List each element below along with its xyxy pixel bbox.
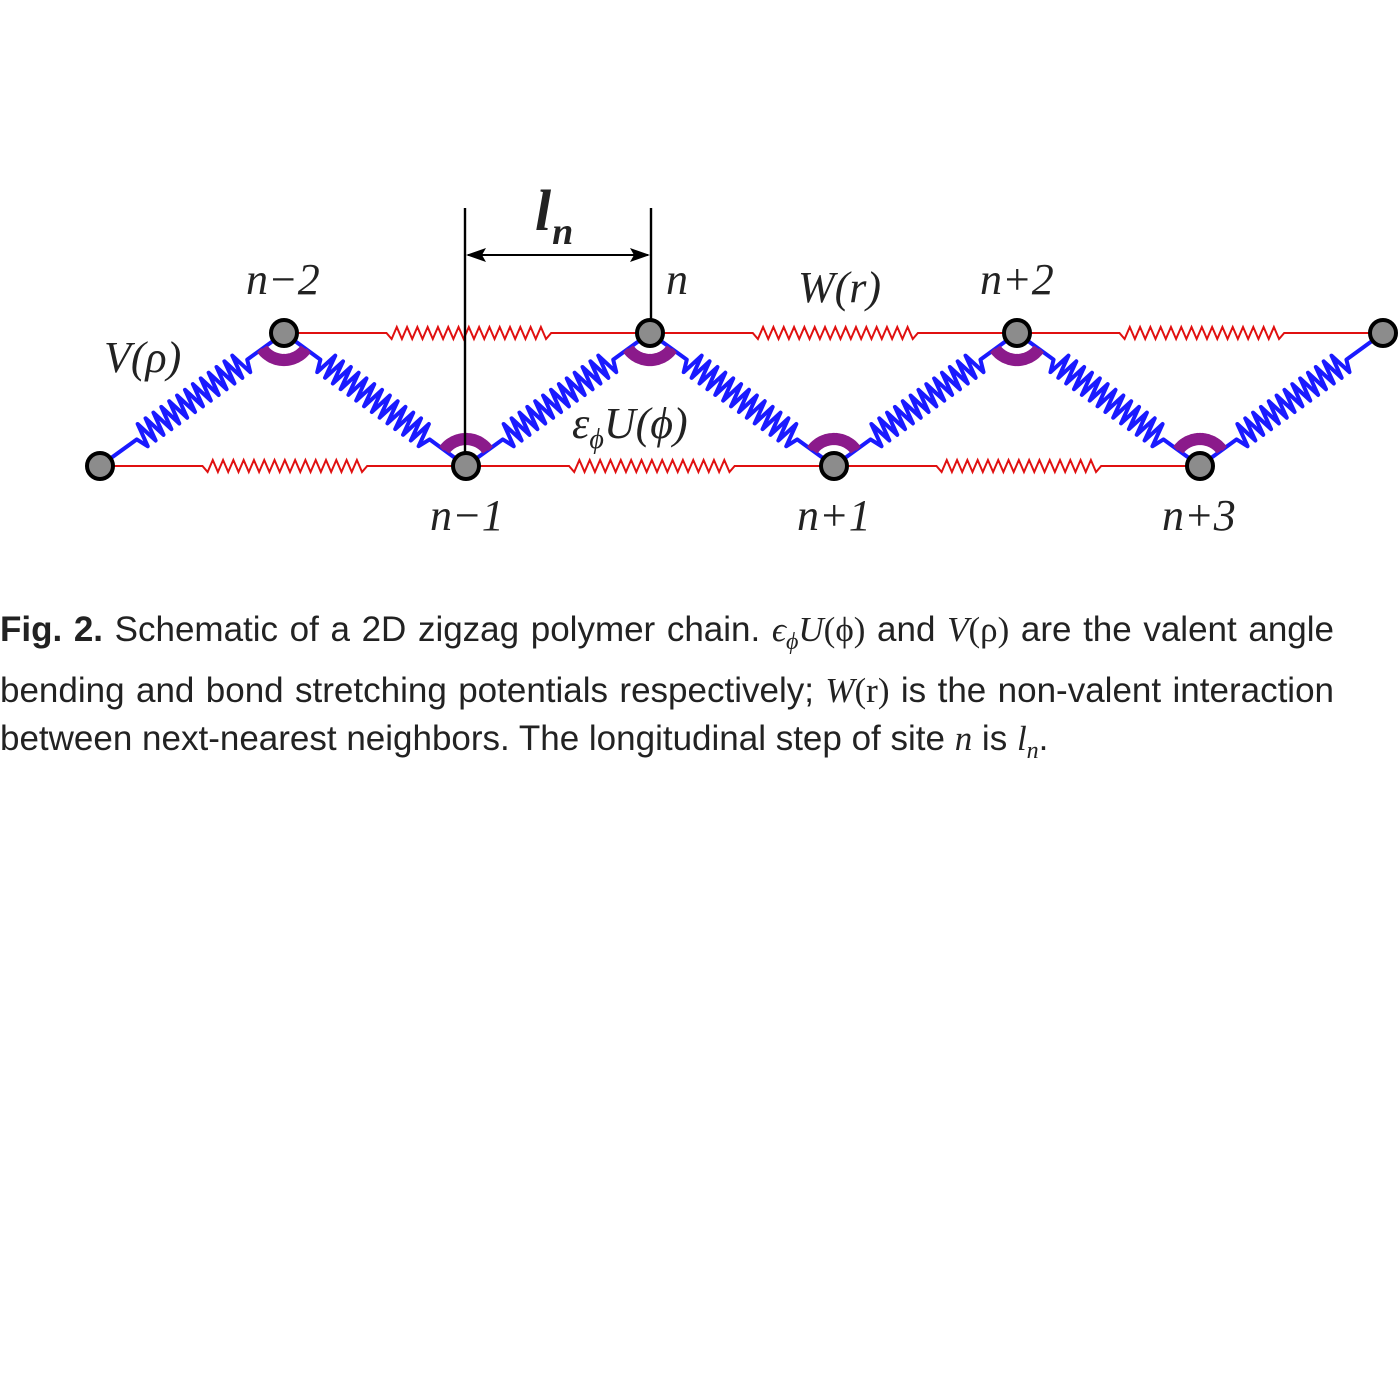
caption-math-n-sub: n — [1026, 738, 1039, 764]
bond-spring — [1198, 331, 1385, 468]
nonvalent-spring — [834, 457, 1200, 475]
caption-math-r-arg: (r) — [854, 670, 890, 710]
bond-spring — [648, 331, 836, 468]
bond-spring — [832, 331, 1019, 468]
caption-math-l: l — [1016, 719, 1027, 758]
nonvalent-potential-label: W(r) — [798, 263, 881, 312]
angle-spring — [807, 432, 861, 454]
site-right-end — [1368, 318, 1398, 348]
bond-spring — [464, 331, 652, 468]
site-n-minus-1 — [451, 451, 481, 481]
angle-spring — [623, 345, 677, 367]
caption-math-phi-arg: (ϕ) — [823, 610, 866, 649]
nonvalent-spring — [100, 457, 466, 475]
caption-math-phi-sub: ϕ — [785, 629, 799, 655]
nonvalent-spring — [650, 324, 1017, 342]
nonvalent-spring — [466, 457, 834, 475]
caption-text-3: are the valent angle bending and bond st… — [0, 610, 1335, 710]
caption-math-U: U — [798, 610, 824, 649]
angle-potential-label: εϕU(ϕ) — [572, 399, 688, 455]
nonvalent-springs — [100, 324, 1383, 475]
site-left-end — [85, 451, 115, 481]
angle-spring — [1173, 432, 1227, 454]
step-arrow-head-right — [630, 248, 650, 262]
caption-text-4: is the non-valent interaction between ne… — [0, 670, 1334, 759]
step-dimension: ln — [463, 178, 653, 466]
step-label: ln — [535, 178, 573, 253]
site-n — [635, 318, 665, 348]
bond-spring — [282, 331, 468, 468]
site-n-plus-3 — [1185, 451, 1215, 481]
site-n-plus-1 — [819, 451, 849, 481]
nonvalent-spring — [284, 324, 650, 342]
caption-text-2: and — [865, 610, 948, 649]
caption-text-6: . — [1038, 719, 1049, 758]
caption-math-V: V — [947, 610, 969, 649]
step-label-sub: n — [552, 211, 573, 253]
caption-math-W: W — [825, 670, 855, 710]
site-n-minus-2 — [269, 318, 299, 348]
site-label-n-plus-1: n+1 — [797, 491, 871, 540]
site-label-n-minus-2: n−2 — [246, 255, 320, 304]
angle-spring — [990, 345, 1044, 367]
caption-text-5: is — [972, 719, 1017, 758]
zigzag-chain-figure: ln n−2 n−1 n n+1 n+2 n+3 W(r) V(ρ) εϕU(ϕ… — [85, 178, 1398, 540]
site-n-plus-2 — [1002, 318, 1032, 348]
site-label-n-plus-3: n+3 — [1162, 491, 1236, 540]
caption-math-n: n — [954, 719, 973, 758]
site-label-n: n — [666, 255, 688, 304]
caption-math-rho-arg: (ρ) — [968, 610, 1010, 649]
site-label-n-minus-1: n−1 — [430, 491, 504, 540]
caption-text-1: Schematic of a 2D zigzag polymer chain. — [103, 610, 772, 649]
caption-math-eps: ϵ — [771, 610, 786, 649]
chain-sites — [85, 318, 1398, 481]
bond-springs — [98, 331, 1385, 468]
figure-caption: Fig. 2. Schematic of a 2D zigzag polymer… — [0, 606, 1334, 776]
nonvalent-spring — [1017, 324, 1383, 342]
angle-spring — [257, 345, 311, 367]
bond-spring — [1015, 331, 1202, 468]
site-label-n-plus-2: n+2 — [980, 255, 1054, 304]
bond-spring — [98, 331, 286, 468]
bond-potential-label: V(ρ) — [104, 333, 181, 382]
step-arrow-head-left — [466, 248, 486, 262]
caption-fig-label: Fig. 2. — [0, 610, 104, 649]
